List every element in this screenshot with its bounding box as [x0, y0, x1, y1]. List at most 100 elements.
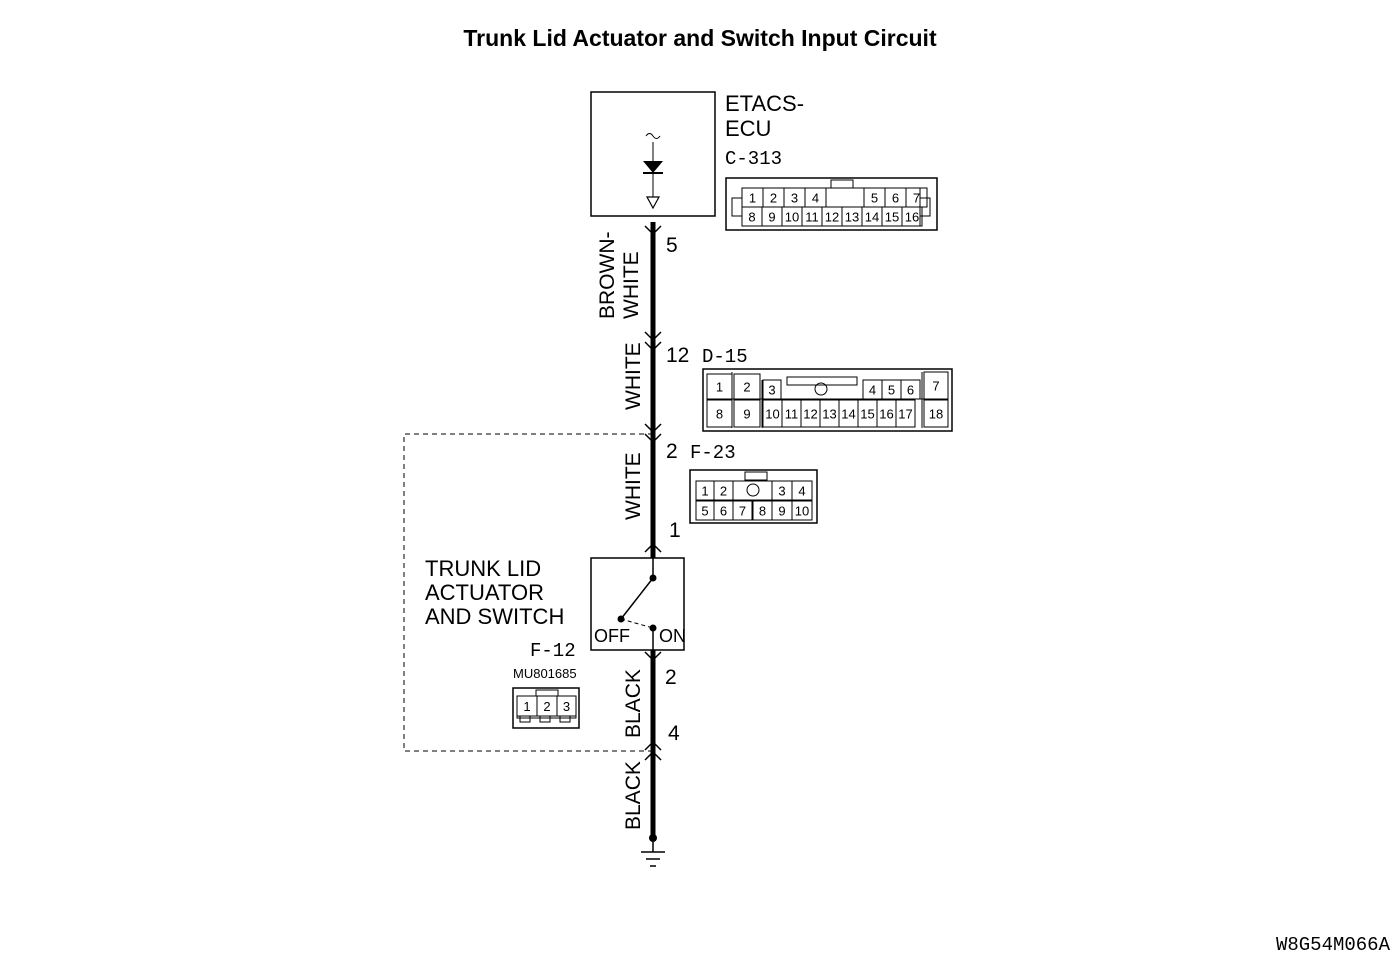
d15-connector-id: D-15 — [702, 346, 748, 368]
f23-pin-bottom: 1 — [669, 519, 681, 542]
d15-cell-8: 8 — [716, 407, 723, 422]
f23-cell-7-box — [732, 500, 753, 521]
ecu-pin-5: 5 — [666, 234, 678, 257]
d15-cell-14: 14 — [841, 407, 855, 422]
ecu-name-line2: ECU — [725, 116, 771, 141]
f12-connector-face — [512, 687, 580, 729]
switch-off-label: OFF — [594, 626, 630, 646]
switch-lever — [620, 577, 654, 620]
ecu-ground-triangle-icon — [645, 196, 661, 210]
f12-cell-3-box — [556, 695, 577, 717]
switch-connector-id: F-12 — [530, 640, 576, 662]
ground-icon — [641, 834, 665, 867]
d15-cell-8-box — [706, 399, 733, 428]
c313-cell-14: 14 — [865, 210, 879, 225]
c313-cell-13: 13 — [845, 210, 859, 225]
c313-cell-10: 10 — [785, 210, 799, 225]
c313-cell-1: 1 — [749, 191, 756, 206]
ecu-connector-id: C-313 — [725, 148, 782, 170]
f23-pin-top: 2 — [666, 440, 678, 463]
d15-cell-10: 10 — [765, 407, 779, 422]
f23-cell-2-box — [713, 480, 734, 501]
wire-label-black-2: BLACK — [622, 761, 645, 830]
d15-cell-17: 17 — [898, 407, 912, 422]
c313-cell-9: 9 — [768, 210, 775, 225]
f12-cell-3: 3 — [563, 699, 570, 714]
wire-label-brown-white-1: BROWN- — [596, 232, 619, 320]
d15-cell-7-box — [923, 371, 949, 400]
ecu-diode-icon — [643, 161, 663, 173]
ecu-tilde-icon — [645, 133, 661, 139]
f23-cell-9: 9 — [778, 504, 785, 519]
d15-cell-17-box — [895, 399, 916, 428]
switch-on-label: ON — [659, 626, 686, 646]
switch-name-line3: AND SWITCH — [425, 604, 564, 629]
diagram-title: Trunk Lid Actuator and Switch Input Circ… — [463, 25, 937, 51]
d15-cell-12: 12 — [803, 407, 817, 422]
d15-cell-6-box — [900, 379, 921, 400]
d15-cell-5: 5 — [888, 383, 895, 398]
c313-cell-8: 8 — [748, 210, 755, 225]
c313-cell-16: 16 — [905, 210, 919, 225]
d15-cell-4: 4 — [869, 383, 876, 398]
c313-cell-7: 7 — [913, 191, 920, 206]
switch-part-number: MU801685 — [513, 666, 577, 681]
ground-pin: 4 — [668, 722, 680, 745]
c313-cell-6: 6 — [892, 191, 899, 206]
f23-cell-1: 1 — [701, 484, 708, 499]
f23-cell-10: 10 — [795, 504, 809, 519]
d15-cell-13: 13 — [822, 407, 836, 422]
f23-cell-7: 7 — [739, 504, 746, 519]
c313-cell-4: 4 — [812, 191, 819, 206]
c313-cell-12: 12 — [825, 210, 839, 225]
d15-cell-2-box — [733, 373, 761, 400]
c313-cell-16-box — [901, 206, 923, 227]
d15-cell-3: 3 — [768, 383, 775, 398]
f23-cell-4: 4 — [798, 484, 805, 499]
f23-cell-10-box — [791, 500, 813, 521]
d15-cell-16: 16 — [879, 407, 893, 422]
diagram-code: W8G54M066A — [1276, 934, 1391, 956]
d15-cell-9: 9 — [743, 407, 750, 422]
wire-label-black-1: BLACK — [622, 669, 645, 738]
f12-cell-2: 2 — [543, 699, 550, 714]
d15-cell-9-box — [733, 399, 761, 428]
wire-label-brown-white-2: WHITE — [620, 251, 643, 319]
switch-box — [590, 557, 685, 651]
c313-cell-15: 15 — [885, 210, 899, 225]
d15-cell-1-box — [706, 373, 733, 400]
d15-cell-6: 6 — [907, 383, 914, 398]
c313-cell-2: 2 — [770, 191, 777, 206]
f23-lock-icon — [746, 483, 760, 497]
c313-cell-3: 3 — [791, 191, 798, 206]
d15-cell-18-box — [923, 399, 949, 428]
f23-cell-5: 5 — [701, 504, 708, 519]
switch-pin-out: 2 — [665, 666, 677, 689]
wire-label-white-2: WHITE — [622, 452, 645, 520]
f23-cell-8: 8 — [759, 504, 766, 519]
d15-cell-3-box — [762, 379, 782, 400]
d15-cell-11: 11 — [785, 407, 799, 422]
d15-cell-7: 7 — [932, 379, 939, 394]
component-boundary — [403, 433, 653, 752]
f23-cell-2: 2 — [720, 484, 727, 499]
f23-cell-3: 3 — [778, 484, 785, 499]
connector-marks — [644, 225, 662, 761]
d15-cell-15: 15 — [860, 407, 874, 422]
c313-cell-11: 11 — [805, 210, 819, 225]
d15-cell-2: 2 — [743, 380, 750, 395]
f23-cell-6: 6 — [720, 504, 727, 519]
ecu-name-line1: ETACS- — [725, 91, 804, 116]
d15-cell-1: 1 — [716, 380, 723, 395]
trunk-lid-switch: OFF ON — [590, 557, 686, 651]
c313-cell-5: 5 — [871, 191, 878, 206]
switch-name-line1: TRUNK LID — [425, 556, 541, 581]
wire-label-white-1: WHITE — [622, 342, 645, 410]
